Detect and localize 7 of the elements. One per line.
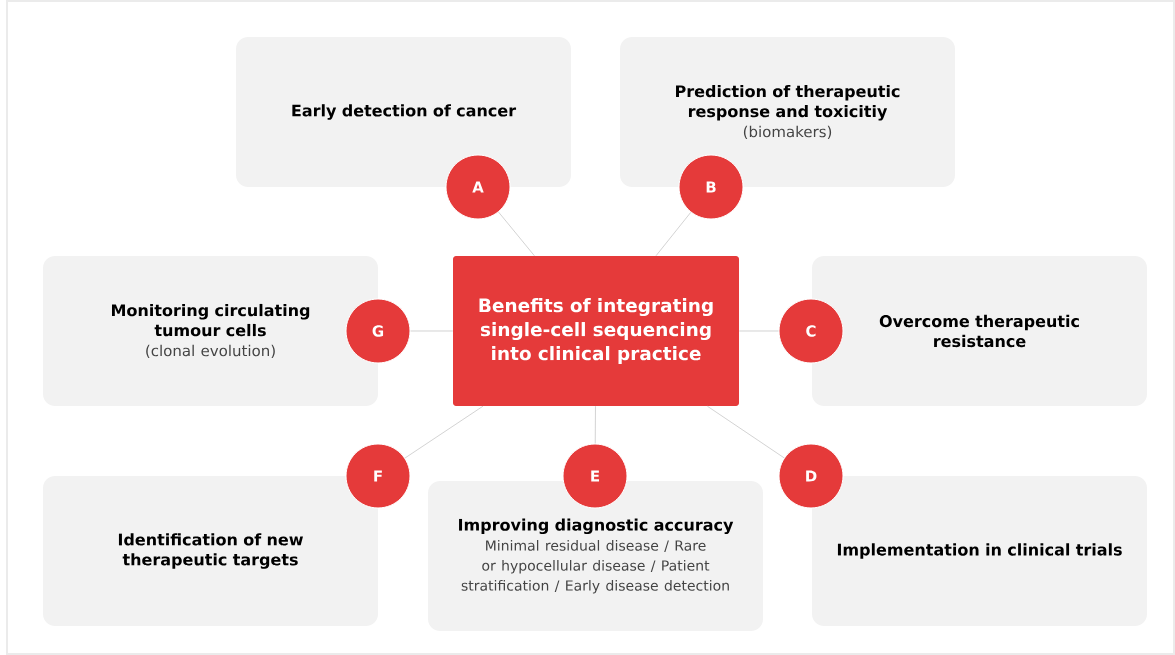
connector-line [594,405,596,444]
connector-line [655,212,692,257]
connector-line [498,211,535,257]
benefit-card: Improving diagnostic accuracy Minimal residual disease / Rare or hypocellular disease / Patient stratification / Early disease detection [428,481,763,631]
central-box: Benefits of integrating single-cell sequencing into clinical practice [453,256,739,406]
connector-line [404,405,484,459]
connector-line [706,405,785,459]
